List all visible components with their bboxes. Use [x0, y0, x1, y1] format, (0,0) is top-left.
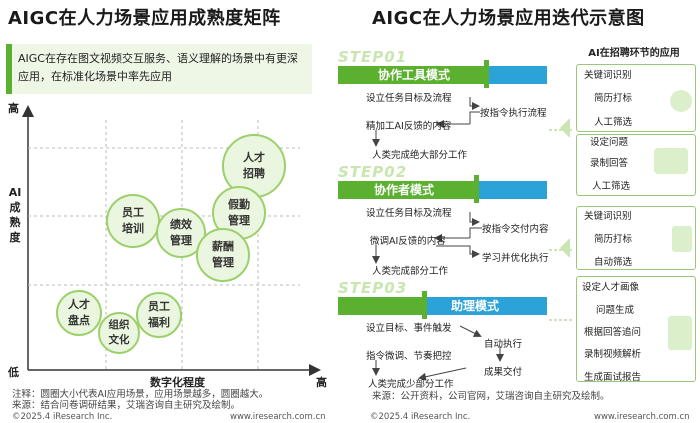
- right-title: AIGC在人力场景应用迭代示意图: [372, 8, 645, 29]
- step01-divider: [484, 60, 489, 88]
- step03-label: STEP03: [338, 279, 408, 297]
- video-interview-illustration-icon: [668, 316, 692, 350]
- step03-right-item-1: 自动执行: [484, 339, 523, 350]
- step03-human-bar: [338, 297, 424, 315]
- right-footer-copyright: ©2025.4 iResearch Inc.: [370, 412, 471, 422]
- step02-left-item-1: 设立任务目标及流程: [366, 208, 452, 219]
- recruit-box4-item-2: 问题生成: [596, 305, 635, 316]
- step02-right-item-2: 学习并优化执行: [482, 253, 549, 264]
- bubble-compensation-management: 薪酬管理: [196, 228, 250, 282]
- recruit-box3-item-2: 简历打标: [594, 234, 633, 245]
- left-footer-copyright: ©2025.4 iResearch Inc.: [12, 412, 113, 422]
- bubble-organization-culture: 组织文化: [98, 312, 140, 354]
- step02-divider: [474, 175, 479, 203]
- recruit-box1-item-3: 人工筛选: [594, 117, 633, 128]
- intro-box: [12, 44, 312, 94]
- left-title: AIGC在人力场景应用成熟度矩阵: [8, 8, 281, 29]
- step01-ai-bar: [489, 66, 547, 84]
- y-axis-high: 高: [8, 102, 19, 115]
- x-axis-high: 高: [316, 376, 327, 389]
- step03-left-item-3: 人类完成少部分工作: [368, 379, 454, 390]
- right-source: 来源：公开资料，公司官网，艾瑞咨询自主研究及绘制。: [372, 391, 610, 402]
- step03-mode-bar: 助理模式: [427, 297, 547, 315]
- step01-left-item-1: 设立任务目标及流程: [366, 93, 452, 104]
- interview-illustration-icon: [654, 148, 688, 174]
- document-illustration-icon: [672, 226, 692, 252]
- step01-left-item-2: 精加工AI反馈的内容: [366, 121, 452, 132]
- recruit-box4-item-1: 设定人才画像: [582, 282, 640, 293]
- step02-right-item-1: 按指令交付内容: [482, 224, 549, 235]
- recruit-box1-item-1: 关键词识别: [584, 70, 632, 81]
- step03-right-item-2: 成果交付: [484, 367, 523, 378]
- bubble-employee-training: 员工培训: [106, 194, 160, 248]
- y-axis-label: AI 成 熟 度: [8, 186, 22, 244]
- step01-label: STEP01: [338, 48, 408, 66]
- recruit-box4-item-3: 根据回答追问: [584, 327, 642, 338]
- left-note-2: 来源：结合问卷调研结果，艾瑞咨询自主研究及绘制。: [12, 400, 241, 411]
- step03-left-item-2: 指令微调、节奏把控: [366, 351, 452, 362]
- x-axis-label: 数字化程度: [150, 376, 205, 389]
- resume-illustration-icon: [670, 90, 692, 112]
- recruit-box2-item-2: 录制回答: [590, 158, 629, 169]
- step02-left-item-3: 人类完成部分工作: [372, 266, 449, 277]
- step02-label: STEP02: [338, 163, 408, 181]
- intro-accent-bar: [6, 44, 12, 94]
- recruit-box2-item-1: 设定问题: [590, 137, 629, 148]
- recruit-box2-item-3: 人工筛选: [592, 181, 631, 192]
- step02-left-item-2: 微调AI反馈的内容: [370, 236, 446, 247]
- bubble-employee-benefits: 员工福利: [136, 292, 182, 338]
- recruit-box1-item-2: 简历打标: [594, 93, 633, 104]
- recruit-box4-item-4: 录制视频解析: [584, 349, 642, 360]
- recruit-box3-item-3: 自动筛选: [594, 257, 633, 268]
- step02-mode-bar: 协作者模式: [338, 181, 476, 199]
- right-footer-url: www.iresearch.com.cn: [594, 412, 690, 422]
- step01-right-item-1: 按指令执行流程: [480, 108, 547, 119]
- left-note-1: 注释：圆圈大小代表AI应用场景，应用场景越多，圆圈越大。: [12, 389, 269, 400]
- recruit-box3-item-1: 关键词识别: [584, 211, 632, 222]
- recruit-panel-title: AI在招聘环节的应用: [588, 48, 680, 59]
- y-axis-low: 低: [8, 366, 19, 379]
- intro-text: AIGC在存在图文视频交互服务、语义理解的场景中有更深应用，在标准化场景中率先应…: [18, 52, 298, 83]
- step03-left-item-1: 设立目标、事件触发: [366, 323, 452, 334]
- bubble-performance-management: 绩效管理: [156, 208, 206, 258]
- step01-left-item-3: 人类完成绝大部分工作: [372, 150, 468, 161]
- step02-ai-bar: [479, 181, 547, 199]
- left-footer-url: www.iresearch.com.cn: [230, 412, 326, 422]
- step01-mode-bar: 协作工具模式: [338, 66, 486, 84]
- step03-divider: [422, 291, 427, 319]
- recruit-box4-item-5: 生成面试报告: [584, 372, 642, 383]
- bubble-talent-review: 人才盘点: [56, 290, 102, 336]
